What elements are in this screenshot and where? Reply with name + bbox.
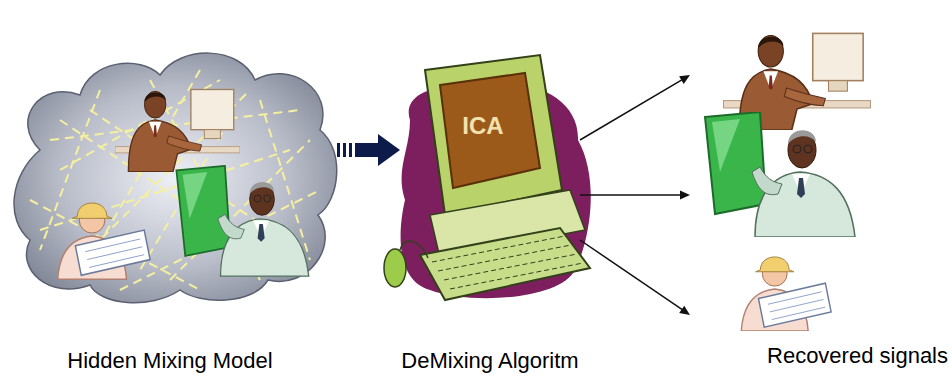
mixed-people-part — [58, 203, 150, 279]
recovered-people — [705, 33, 871, 331]
arrow-stripe — [343, 143, 346, 157]
recovered-people-part — [705, 112, 855, 237]
arrow-head — [679, 75, 690, 84]
arrow-line — [580, 79, 683, 140]
mixed-people — [58, 90, 309, 280]
demixing-node: ICADeMixing Algoritm — [400, 40, 580, 380]
computer-icon — [384, 55, 591, 300]
arrow-head — [680, 191, 690, 200]
flow-arrow — [337, 134, 400, 166]
caption: Hidden Mixing Model — [5, 348, 335, 374]
computer-icon-part — [420, 228, 590, 300]
mixing-cloud-part — [14, 53, 337, 303]
arrow-line — [580, 240, 683, 310]
mixed-people-part — [176, 166, 308, 276]
computer-icon-part — [384, 249, 406, 287]
recovered-people-part — [741, 257, 831, 331]
arrow-stripe — [337, 143, 340, 157]
recovered-node: Recovered signals — [690, 20, 948, 380]
arrow-head — [378, 134, 400, 166]
arrow-line — [580, 194, 682, 196]
arrow-stripe — [349, 143, 352, 157]
mixing-dashes-part — [170, 140, 310, 280]
mixing-cloud — [14, 53, 337, 303]
computer-icon-part — [432, 236, 583, 289]
computer-icon-part — [425, 55, 562, 215]
caption: DeMixing Algoritm — [370, 348, 610, 374]
output-arrow — [580, 240, 690, 315]
mixing-model-node: Hidden Mixing Model — [5, 40, 335, 380]
arrow-head — [679, 306, 690, 315]
mixed-people-part — [115, 90, 240, 172]
screen-label: ICA — [433, 112, 533, 141]
computer-icon-part — [400, 241, 428, 258]
caption: Recovered signals — [690, 343, 948, 369]
output-arrow — [580, 75, 690, 140]
arrow-shaft — [355, 143, 378, 157]
mixing-dashes — [30, 70, 320, 290]
output-arrow — [580, 191, 690, 200]
